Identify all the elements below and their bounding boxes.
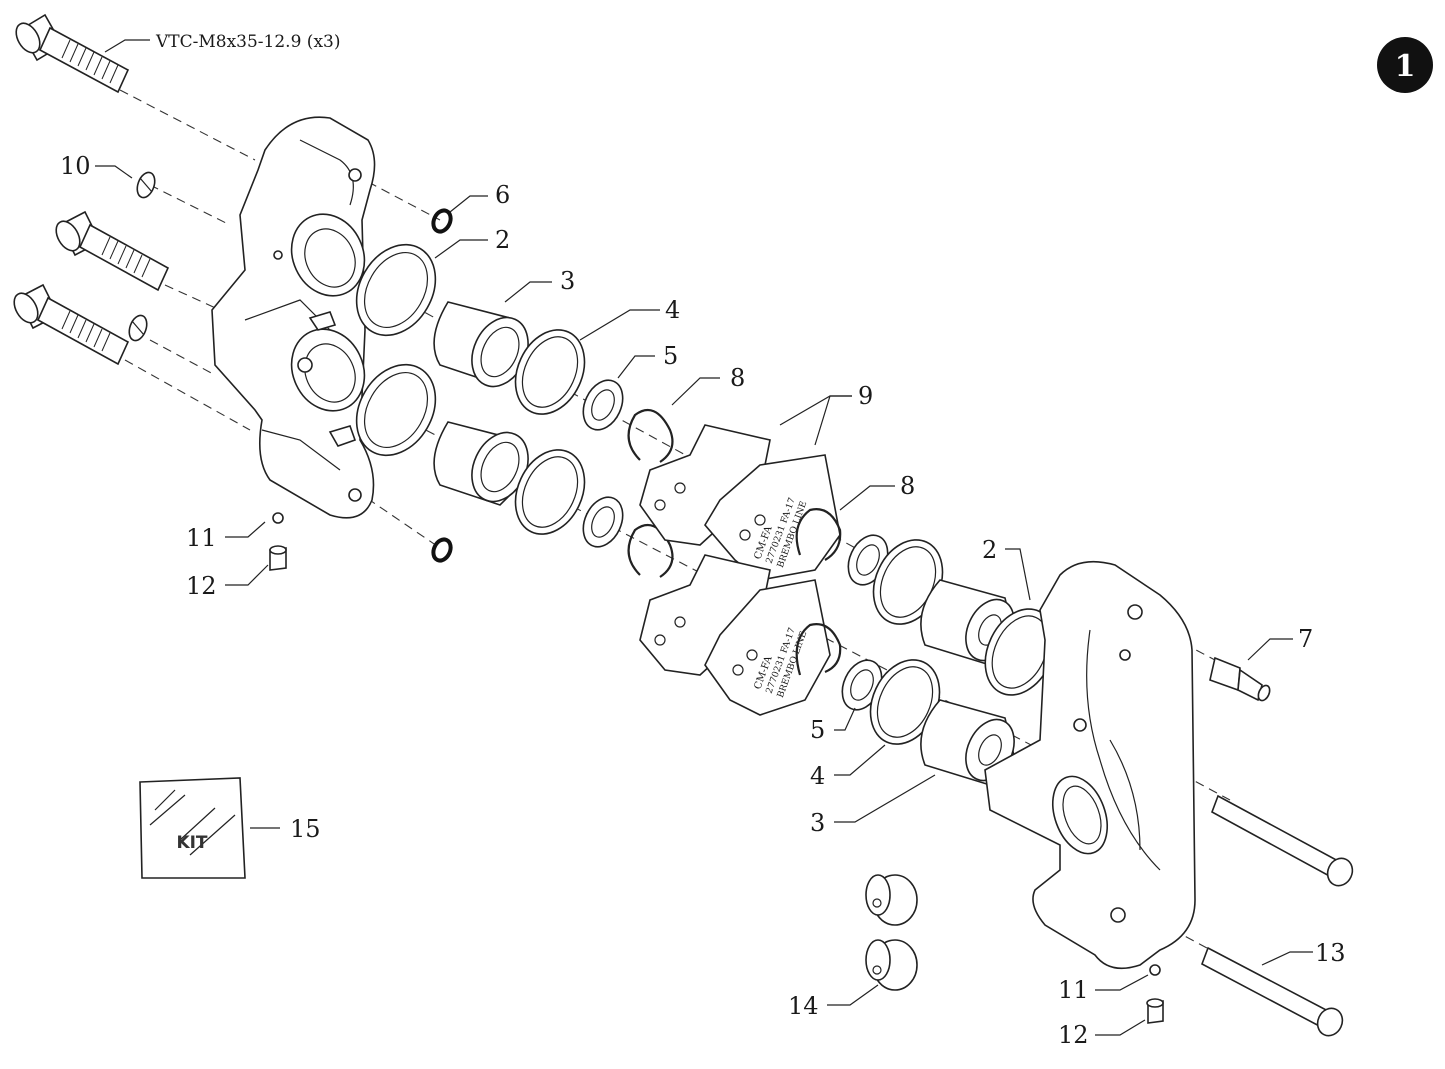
kit-label: KIT (176, 833, 207, 853)
callout-2-right: 2 (982, 536, 997, 564)
callout-5-right: 5 (810, 716, 825, 744)
pad-pin-upper (1211, 794, 1354, 887)
ball-right (1149, 964, 1161, 976)
piston-lower-left (433, 421, 531, 506)
callout-4-right: 4 (810, 762, 825, 790)
brake-pad-set-upper (639, 424, 841, 581)
callout-12-left: 12 (186, 572, 217, 600)
callout-labels: VTC-M8x35-12.9 (x3) 10 6 2 3 4 5 8 9 8 2… (60, 32, 1346, 1049)
retaining-clip-lower (128, 314, 148, 342)
mounting-bolt-middle (55, 210, 170, 292)
callout-14: 14 (788, 992, 819, 1020)
piston-seal-right (984, 608, 1056, 696)
spacer-lower (865, 939, 918, 991)
piston-upper-left (433, 301, 531, 388)
retaining-clip-upper (136, 171, 156, 199)
washer-upper-left (582, 379, 624, 431)
piston-seal-lower-left (355, 363, 437, 457)
mounting-bolt-top (15, 13, 130, 94)
brake-pad-set-lower (639, 554, 831, 716)
circlip-lower-left (627, 523, 674, 578)
circlip-upper-right (795, 508, 842, 561)
leader-lines (95, 39, 1313, 1036)
callout-12-right: 12 (1058, 1021, 1089, 1049)
washer-lower-left (582, 496, 624, 548)
grub-screw-right (1146, 998, 1164, 1024)
callout-13: 13 (1315, 939, 1346, 967)
o-ring-upper (431, 208, 453, 234)
dust-seal-upper-left (514, 329, 586, 415)
dust-seal-lower-left (514, 449, 586, 535)
bolt-spec-label: VTC-M8x35-12.9 (x3) (155, 32, 340, 52)
circlip-upper-left (627, 408, 674, 463)
pad-pin-lower (1201, 946, 1344, 1037)
callout-5-left: 5 (663, 342, 678, 370)
callout-8-upper: 8 (730, 364, 745, 392)
grub-screw-left (269, 545, 287, 571)
callout-3-right: 3 (810, 809, 825, 837)
callout-7: 7 (1298, 625, 1313, 653)
callout-11-left: 11 (186, 524, 217, 552)
o-ring-lower (431, 537, 453, 563)
caliper-half-right (984, 560, 1196, 970)
page-number: 1 (1395, 49, 1416, 84)
mounting-bolt-bottom (13, 283, 130, 366)
circlip-lower-right (795, 623, 842, 676)
callout-6: 6 (495, 181, 510, 209)
ball-left (272, 512, 284, 524)
callout-4-left: 4 (665, 296, 680, 324)
callout-15: 15 (290, 815, 321, 843)
callout-10: 10 (60, 152, 91, 180)
kit-box: KIT (139, 777, 246, 879)
piston-seal-upper-left (355, 243, 437, 337)
callout-3-left: 3 (560, 267, 575, 295)
page-number-badge: 1 (1377, 37, 1433, 93)
bleed-screw (1209, 656, 1271, 702)
callout-9: 9 (858, 382, 873, 410)
dust-seal-lower-right (869, 659, 941, 745)
caliper-half-left (211, 116, 376, 519)
callout-11-right: 11 (1058, 976, 1089, 1004)
callout-2-left: 2 (495, 226, 510, 254)
spacer-upper (865, 874, 918, 926)
callout-8-lower: 8 (900, 472, 915, 500)
